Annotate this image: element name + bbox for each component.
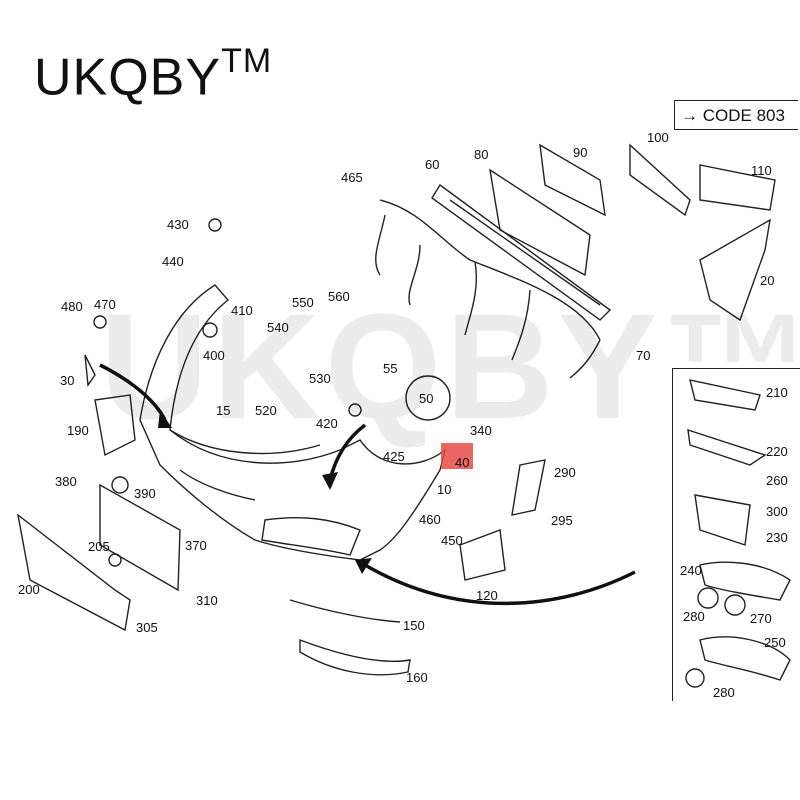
callout: 230 [766, 530, 788, 545]
callout: 280 [683, 609, 705, 624]
code-badge-label: CODE 803 [702, 106, 785, 125]
callout: 10 [437, 482, 452, 497]
callout: 400 [203, 348, 225, 363]
callout: 205 [88, 539, 110, 554]
callout: 280 [713, 685, 735, 700]
callout: 465 [341, 170, 363, 185]
brand-name: UKQBY [34, 48, 222, 107]
callout: 40 [455, 455, 470, 470]
callout: 30 [60, 373, 75, 388]
callout: 120 [476, 588, 498, 603]
callout: 480 [61, 299, 83, 314]
callout: 550 [292, 295, 314, 310]
callout: 90 [573, 145, 588, 160]
callout: 220 [766, 444, 788, 459]
callout: 290 [554, 465, 576, 480]
brand-trademark: TM [221, 42, 273, 80]
callout: 530 [309, 371, 331, 386]
callout: 305 [136, 620, 158, 635]
callout: 100 [647, 130, 669, 145]
callout: 20 [760, 273, 775, 288]
callout: 340 [470, 423, 492, 438]
callout: 200 [18, 582, 40, 597]
callout: 410 [231, 303, 253, 318]
callout: 560 [328, 289, 350, 304]
callout: 110 [751, 163, 772, 178]
callout: 370 [185, 538, 207, 553]
callout: 470 [94, 297, 116, 312]
callout: 250 [764, 635, 786, 650]
callout: 450 [441, 533, 463, 548]
callout: 460 [419, 512, 441, 527]
callout: 160 [406, 670, 428, 685]
callout: 210 [766, 385, 788, 400]
brand-logo: UKQBYTM [34, 42, 272, 107]
callout: 390 [134, 486, 156, 501]
callout: 380 [55, 474, 77, 489]
callout: 60 [425, 157, 440, 172]
code-badge-arrow-icon: → [681, 106, 698, 125]
code-badge: → CODE 803 [674, 100, 798, 130]
callout: 540 [267, 320, 289, 335]
callout: 430 [167, 217, 189, 232]
callout: 240 [680, 563, 702, 578]
callout: 420 [316, 416, 338, 431]
highlight-marker [441, 443, 473, 469]
callout: 300 [766, 504, 788, 519]
callout: 260 [766, 473, 788, 488]
callout: 80 [474, 147, 489, 162]
inset-panel [672, 368, 800, 701]
callout: 190 [67, 423, 89, 438]
callout: 440 [162, 254, 184, 269]
callout: 270 [750, 611, 772, 626]
callout: 310 [196, 593, 218, 608]
callout: 55 [383, 361, 398, 376]
callout: 15 [216, 403, 231, 418]
callout: 50 [419, 391, 434, 406]
callout: 150 [403, 618, 425, 633]
callout: 520 [255, 403, 277, 418]
callout: 70 [636, 348, 651, 363]
callout: 425 [383, 449, 405, 464]
callout: 295 [551, 513, 573, 528]
